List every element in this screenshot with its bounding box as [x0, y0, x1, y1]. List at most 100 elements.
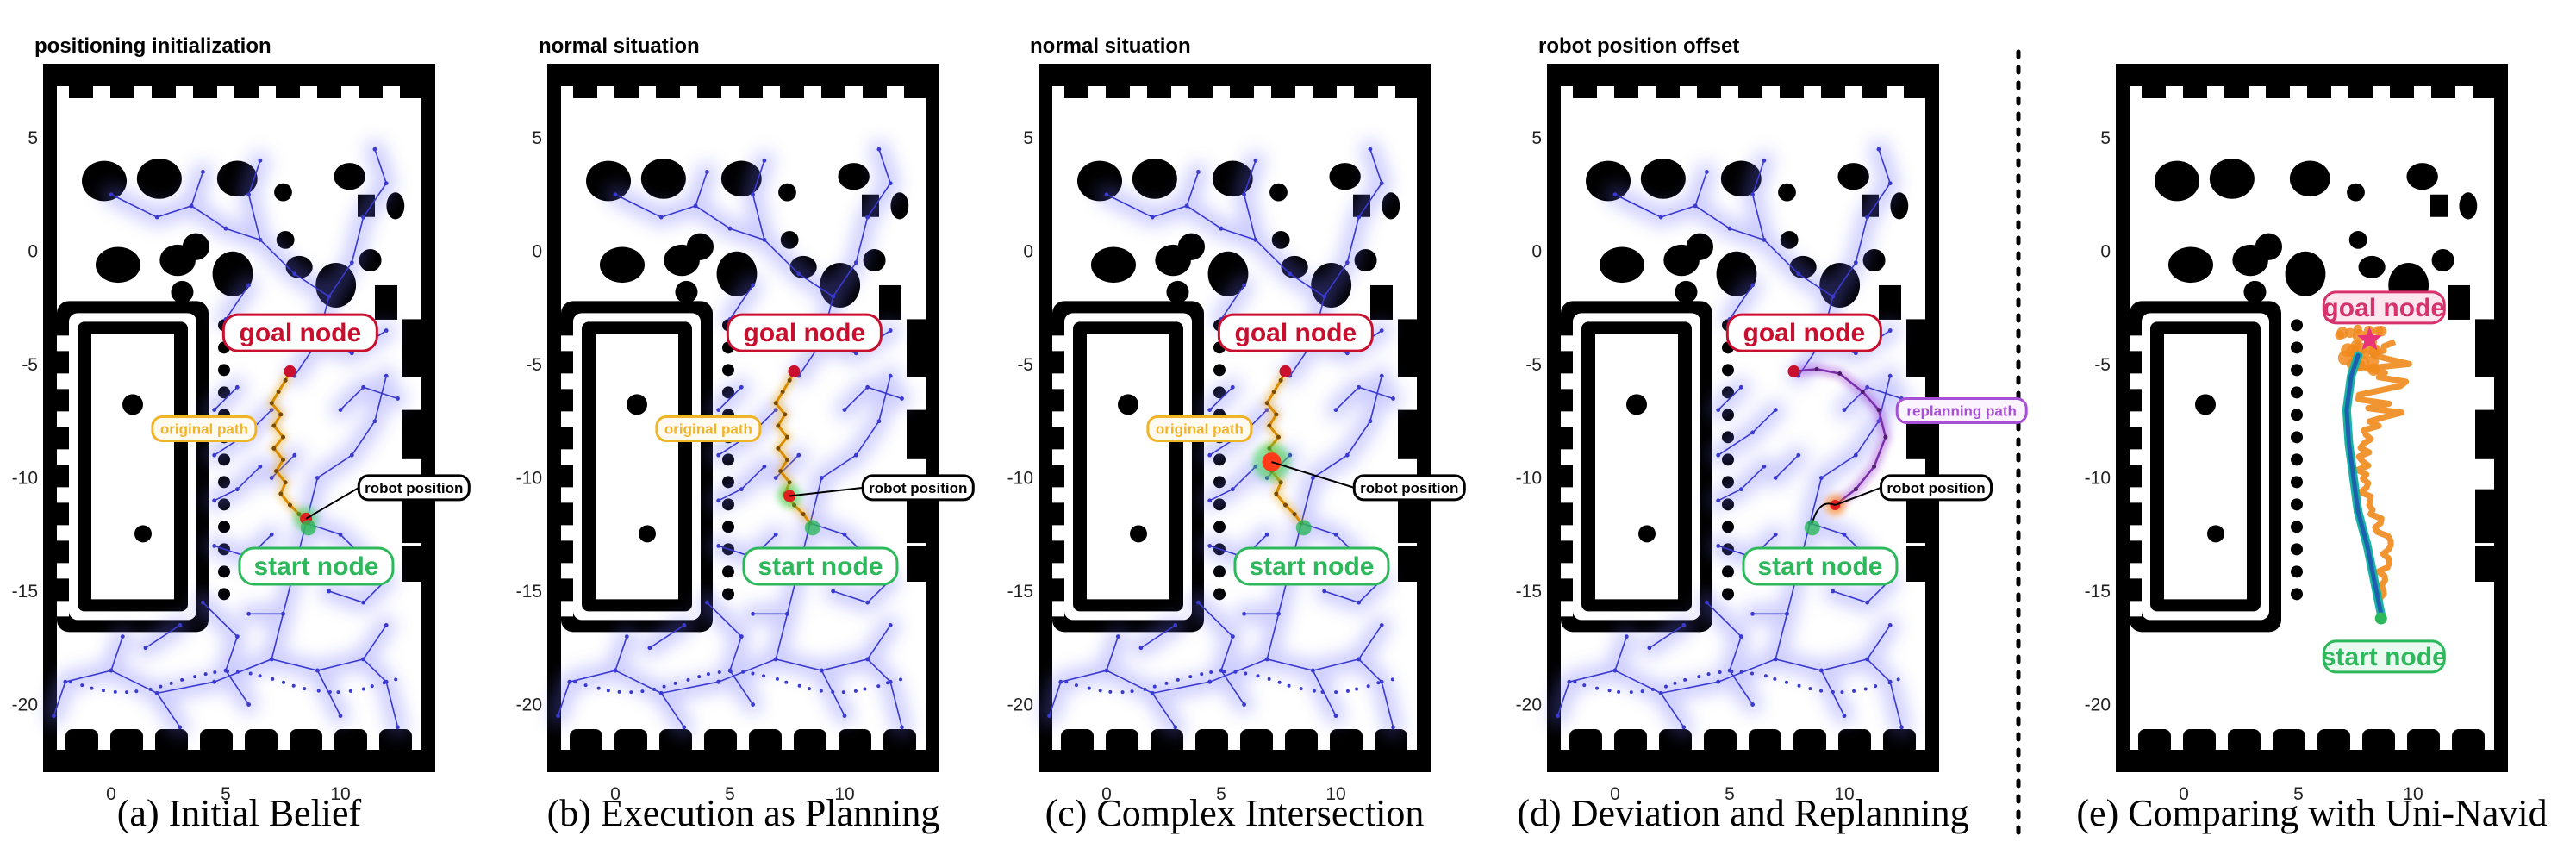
- bollard: [722, 364, 734, 377]
- path-node: [1814, 366, 1819, 371]
- start-marker: [804, 520, 820, 536]
- graph-node: [203, 672, 208, 677]
- path-node: [271, 446, 277, 451]
- y-tick-label: 5: [1023, 128, 1033, 148]
- panel-top-label: normal situation: [539, 34, 700, 58]
- wall-notch: [2362, 729, 2395, 755]
- path-node: [276, 390, 281, 395]
- obstacle-blob: [1166, 280, 1189, 303]
- graph-node: [1230, 634, 1235, 639]
- wall-notch: [2273, 729, 2305, 755]
- graph-node: [1333, 532, 1338, 537]
- graph-edge: [729, 284, 754, 320]
- bollard: [2291, 386, 2303, 399]
- robot-position-label-box: [1352, 474, 1466, 502]
- graph-node: [235, 670, 240, 674]
- graph-node: [1379, 373, 1384, 378]
- panel-top-label: positioning initialization: [34, 34, 271, 58]
- goal-node-label-box: [1217, 313, 1374, 352]
- graph-node: [384, 181, 389, 186]
- graph-node: [1087, 686, 1091, 690]
- y-tick-label: -15: [2085, 582, 2111, 602]
- wall-notch: [65, 729, 98, 755]
- uninavid-track-blob: [2367, 354, 2380, 368]
- start-marker: [2374, 612, 2387, 625]
- graph-node: [1242, 192, 1246, 197]
- graph-node: [1750, 430, 1755, 435]
- replanning-path-label-text: replanning path: [1906, 402, 2017, 419]
- graph-node: [1130, 689, 1134, 694]
- obstacle-blob: [1177, 233, 1206, 260]
- path-node: [785, 457, 789, 462]
- graph-node: [1344, 260, 1350, 265]
- graph-node: [739, 384, 744, 390]
- graph-edge: [1209, 386, 1233, 411]
- bollard: [1722, 565, 1734, 578]
- graph-edge: [1694, 172, 1708, 207]
- wall-notch: [1656, 79, 1680, 98]
- graph-node: [888, 373, 893, 378]
- graph-node: [1738, 634, 1743, 639]
- graph-node: [820, 476, 824, 480]
- start-node-label-box: [238, 546, 395, 586]
- x-tick-label: 5: [1216, 784, 1226, 804]
- wall-notch: [2452, 729, 2485, 755]
- original-path-label-box: [151, 415, 258, 442]
- obstacle-blob: [1862, 249, 1886, 272]
- window-notch: [57, 373, 69, 390]
- graph-node: [1716, 408, 1721, 412]
- wall-notch: [1195, 729, 1228, 755]
- graph-node: [899, 677, 903, 682]
- robot-leader-line: [305, 487, 359, 520]
- wall-notch: [1697, 79, 1721, 98]
- graph-node: [785, 611, 789, 616]
- graph-node: [248, 671, 253, 676]
- graph-edge: [1614, 194, 1731, 229]
- wall-notch: [1793, 729, 1826, 755]
- wall-segment: [1398, 319, 1417, 377]
- graph-node: [1842, 532, 1847, 537]
- graph-node: [1762, 464, 1767, 469]
- uninavid-track-blob: [2373, 326, 2384, 336]
- graph-node: [1287, 683, 1291, 688]
- obstacle-blob: [838, 163, 870, 190]
- path-node: [780, 390, 785, 395]
- graph-node: [716, 679, 721, 684]
- graph-node: [1773, 532, 1778, 537]
- panel-caption: (a) Initial Belief: [117, 792, 362, 834]
- graph-edge: [649, 624, 685, 649]
- graph-node: [888, 181, 893, 186]
- graph-edge: [156, 692, 181, 728]
- window-notch: [1052, 525, 1064, 541]
- graph-node: [1607, 689, 1612, 693]
- graph-edge: [1660, 692, 1685, 728]
- obstacle-blob: [1354, 249, 1377, 272]
- wall-notch: [1240, 729, 1273, 755]
- obstacle-blob: [2406, 163, 2438, 190]
- graph-node: [1207, 408, 1213, 412]
- wall-segment: [1398, 489, 1417, 544]
- graph-node: [751, 283, 755, 288]
- graph-edge: [145, 624, 181, 649]
- obstacle-dot: [122, 394, 143, 415]
- graph-node: [271, 677, 275, 681]
- start-node-label-text: start node: [2322, 643, 2447, 671]
- wall-notch: [1285, 729, 1318, 755]
- original-path-label-text: original path: [664, 421, 752, 437]
- bollard: [2291, 364, 2303, 377]
- graph-node: [673, 681, 677, 685]
- graph-node: [796, 271, 801, 277]
- graph-node: [807, 687, 811, 691]
- graph-edge: [1140, 624, 1176, 649]
- wall-segment: [2475, 546, 2494, 582]
- graph-node: [751, 611, 755, 616]
- graph-node: [1104, 668, 1109, 673]
- graph-node: [234, 487, 240, 492]
- graph-node: [1064, 680, 1069, 684]
- graph-node: [1288, 271, 1293, 277]
- y-tick-label: -15: [1007, 582, 1033, 602]
- graph-node: [658, 690, 664, 695]
- wall-notch: [614, 79, 639, 98]
- graph-node: [1138, 646, 1144, 651]
- wall-notch: [400, 79, 424, 98]
